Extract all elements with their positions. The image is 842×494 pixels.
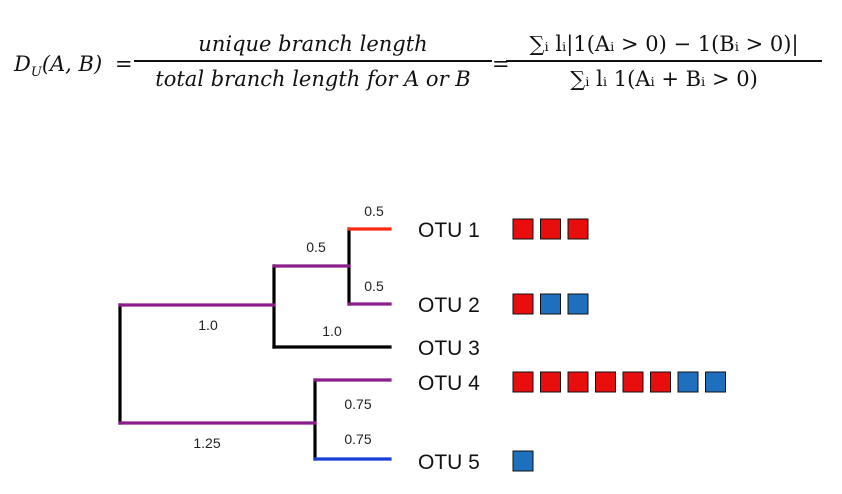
sample-a-square [512, 293, 534, 315]
sample-b-square [512, 450, 534, 472]
fraction-bar [506, 60, 822, 62]
branch-length-label: 0.5 [364, 278, 384, 294]
sample-a-square [512, 218, 534, 240]
branch-length-label: 0.75 [344, 431, 371, 447]
fraction-math: ∑ᵢ lᵢ|1(Aᵢ > 0) − 1(Bᵢ > 0)| ∑ᵢ lᵢ 1(Aᵢ … [506, 30, 822, 94]
equals-sign: = [492, 52, 510, 76]
branch-length-label: 1.25 [193, 435, 220, 451]
sample-b-square [705, 371, 726, 393]
fraction-bar [134, 60, 492, 62]
otu-label: OTU 4 [418, 372, 480, 395]
sample-b-square [567, 293, 589, 315]
unifrac-formula: DU(A, B) = unique branch length total br… [14, 30, 829, 104]
otu-label: OTU 2 [418, 294, 480, 317]
otu-label: OTU 1 [418, 219, 480, 242]
tree-branches [118, 227, 392, 461]
otu-list: OTU 1 OTU 2 OTU 3 OTU 4 OTU 5 [418, 218, 726, 474]
fraction-math-denominator: ∑ᵢ lᵢ 1(Aᵢ + Bᵢ > 0) [570, 66, 758, 91]
fraction-text-numerator: unique branch length [198, 32, 428, 56]
otu-label: OTU 5 [418, 451, 480, 474]
otu-label: OTU 3 [418, 337, 480, 360]
equals-sign: = [115, 52, 133, 76]
sample-a-square [595, 371, 616, 393]
formula-symbol: D [14, 52, 31, 76]
sample-a-square [512, 371, 534, 393]
sample-a-square [650, 371, 671, 393]
sample-a-square [540, 371, 561, 393]
branch-length-label: 0.5 [364, 203, 384, 219]
sample-a-square [540, 218, 561, 240]
sample-a-square [622, 371, 644, 393]
branch-length-label: 0.5 [306, 239, 326, 255]
fraction-math-numerator: ∑ᵢ lᵢ|1(Aᵢ > 0) − 1(Bᵢ > 0)| [529, 32, 799, 56]
branch-length-label: 1.0 [198, 317, 218, 333]
sample-b-square [540, 293, 561, 315]
formula-subscript: U [30, 65, 42, 81]
sample-b-square [677, 371, 699, 393]
fraction-text-denominator: total branch length for A or B [155, 66, 471, 91]
formula-lhs: DU(A, B) [14, 52, 102, 80]
branch-length-label: 0.75 [344, 396, 371, 412]
sample-a-square [567, 371, 589, 393]
branch-length-labels: 1.0 0.5 0.5 0.5 1.0 1.25 0.75 0.75 [193, 203, 384, 451]
formula-args: (A, B) [41, 52, 103, 76]
branch-length-label: 1.0 [322, 323, 342, 339]
sample-a-square [567, 218, 589, 240]
fraction-text: unique branch length total branch length… [134, 30, 492, 94]
